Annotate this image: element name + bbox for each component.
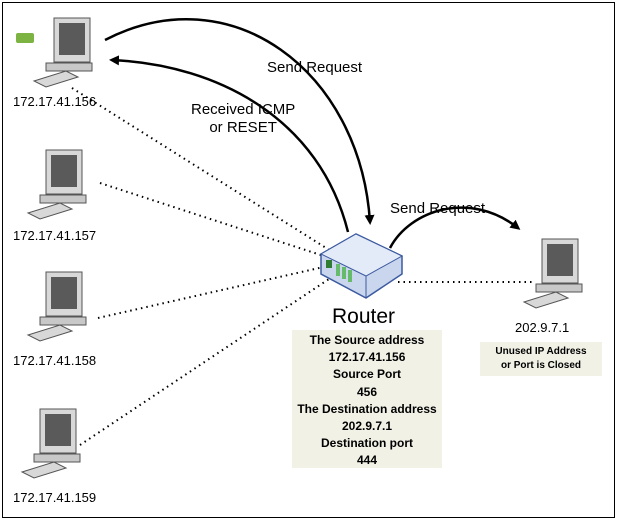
note-line: or Port is Closed	[500, 360, 581, 371]
info-line: 444	[356, 453, 378, 468]
router-title: Router	[332, 305, 396, 328]
info-line: 202.9.7.1	[341, 419, 393, 434]
received-line: or RESET	[209, 119, 277, 136]
link-host-156	[71, 87, 343, 259]
arrow-received	[109, 55, 350, 233]
arrow-send-request-top	[104, 18, 375, 225]
link-host-157	[99, 182, 331, 259]
received-line: Received ICMP	[191, 101, 296, 118]
arrow-send-request-right	[388, 206, 521, 249]
info-line: The Destination address	[297, 401, 437, 416]
computer-icon	[16, 17, 93, 88]
info-line: 456	[356, 384, 378, 399]
info-line: Source Port	[332, 367, 401, 382]
router-icon	[319, 233, 404, 299]
plug-icon	[16, 33, 34, 43]
diagram-frame	[2, 2, 615, 518]
received-label: Received ICMP or RESET	[191, 101, 295, 137]
note-line: Unused IP Address	[495, 346, 587, 357]
host-ip-label: 172.17.41.159	[13, 490, 97, 505]
info-line: Destination port	[321, 436, 413, 451]
computer-icon	[26, 149, 87, 220]
destination-ip-label: 202.9.7.1	[515, 320, 570, 335]
computer-icon	[20, 408, 81, 479]
computer-icon	[522, 238, 583, 309]
link-host-158	[97, 265, 329, 319]
computer-icon	[26, 271, 87, 342]
host-ip-label: 172.17.41.157	[13, 228, 97, 243]
router-info-box: The Source address 172.17.41.156 Source …	[292, 330, 442, 468]
info-line: The Source address	[309, 333, 425, 347]
send-request-right-label: Send Request	[390, 200, 486, 217]
send-request-top-label: Send Request	[267, 59, 363, 76]
info-line: 172.17.41.156	[328, 350, 406, 365]
host-ip-label: 172.17.41.158	[13, 353, 97, 368]
host-ip-label: 172.17.41.156	[13, 94, 97, 109]
destination-note: Unused IP Address or Port is Closed	[480, 342, 602, 376]
